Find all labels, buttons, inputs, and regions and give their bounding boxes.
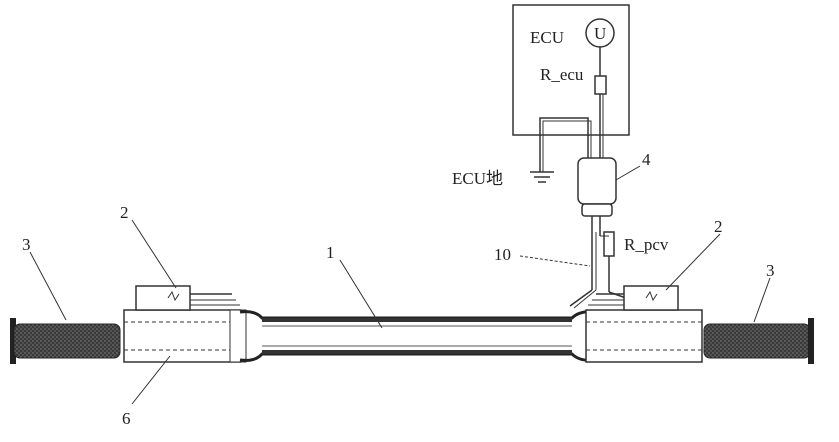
ecu-title: ECU — [530, 28, 564, 47]
sleeve-right — [585, 309, 703, 363]
voltage-symbol: U — [594, 24, 606, 43]
callout-sensor-right: 2 — [714, 217, 723, 236]
pcv-wire — [569, 230, 627, 309]
callout-sleeve: 6 — [122, 409, 131, 428]
sensor-left — [135, 285, 240, 311]
ecu-resistor — [594, 75, 607, 95]
ecu-box: ECU U R_ecu — [512, 4, 630, 172]
ecu-resistor-label: R_ecu — [540, 65, 584, 84]
pcv-resistor-label: R_pcv — [624, 235, 669, 254]
sensor-right — [588, 285, 679, 311]
grip-right — [703, 318, 814, 364]
grip-left — [10, 318, 121, 364]
callout-grip-left: 3 — [22, 235, 31, 254]
callout-wire: 10 — [494, 245, 511, 264]
tube — [229, 309, 597, 363]
ecu-ground-label: ECU地 — [452, 169, 503, 188]
sleeve-left — [123, 309, 241, 363]
callout-tube: 1 — [326, 243, 335, 262]
ground-icon — [530, 171, 554, 183]
callout-sensor-left: 2 — [120, 203, 129, 222]
callout-grip-right: 3 — [766, 261, 775, 280]
callout-connector: 4 — [642, 150, 651, 169]
connector — [577, 157, 617, 230]
